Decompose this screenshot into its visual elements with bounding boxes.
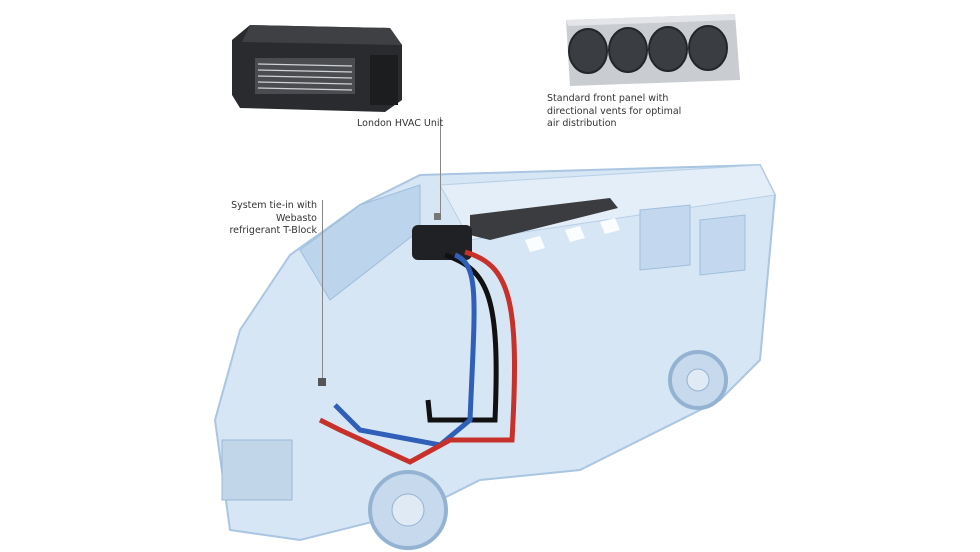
- front-panel-label: Standard front panel with directional ve…: [547, 93, 681, 131]
- roof-air-duct: [470, 198, 618, 240]
- hvac-unit-image: [232, 25, 402, 112]
- tie-in-label-line: System tie-in with: [231, 200, 317, 211]
- hvac-unit-label: London HVAC Unit: [357, 118, 444, 129]
- tie-in-label: System tie-in with Webasto refrigerant T…: [229, 200, 317, 238]
- hvac-marker: [434, 213, 441, 220]
- tie-in-label-line: Webasto: [275, 212, 317, 224]
- vent-panel-image: [566, 14, 740, 86]
- cold-refrigerant-line: [333, 252, 477, 448]
- t-block: [318, 378, 326, 386]
- rooftop-hvac-unit: [412, 225, 472, 260]
- hot-refrigerant-line: [318, 249, 518, 465]
- airflow-arrows: [525, 218, 620, 252]
- tie-in-label-line: refrigerant T-Block: [229, 225, 317, 236]
- hvac-leader-line: [440, 117, 441, 213]
- front-panel-label-line: directional vents for optimal: [547, 105, 682, 117]
- front-panel-label-line: air distribution: [547, 118, 617, 129]
- tie-in-leader-line: [322, 200, 323, 378]
- front-panel-label-line: Standard front panel with: [547, 93, 669, 104]
